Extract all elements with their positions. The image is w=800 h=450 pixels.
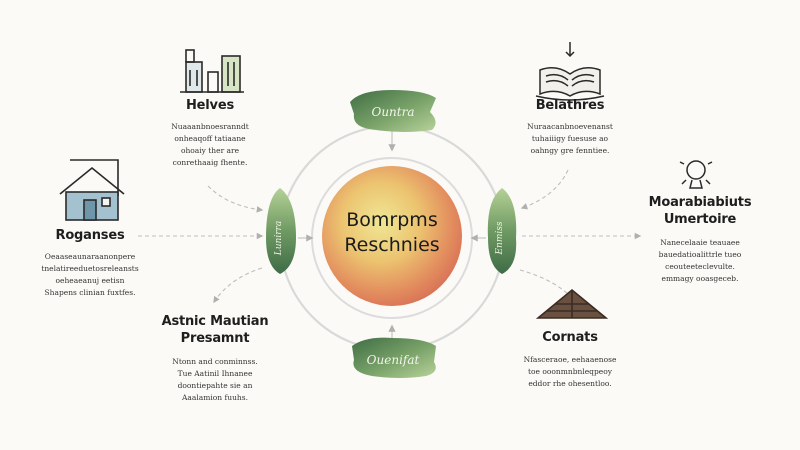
connector-bottom-label: Ouenifat bbox=[367, 353, 420, 367]
node-contacts-desc-line: eddor rhe ohesentloo. bbox=[528, 379, 612, 388]
node-activity-heading: Astnic Mautian Presamnt bbox=[150, 313, 280, 347]
node-monitoring-heading-line: Umertoire bbox=[663, 212, 737, 227]
node-activity-desc-line: Tue Aatinil Ihnanee bbox=[177, 369, 253, 378]
connector-right[interactable]: Enmiss bbox=[487, 188, 517, 274]
node-programs-desc: Oeaaseaunaraanonpere tnelatireeduetosrel… bbox=[15, 251, 165, 299]
node-activity-desc-line: Ntonn and conminnss. bbox=[172, 357, 258, 366]
node-hives-desc: Nuaaanbnoesranndt onheaqoff tatiaane oho… bbox=[135, 121, 285, 169]
node-monitoring-desc-line: ceouteeteclevulte. bbox=[665, 262, 735, 271]
center-title: Bomrpms Reschnies bbox=[312, 208, 472, 258]
node-activity-heading-line: Presamnt bbox=[180, 331, 250, 346]
node-monitoring-heading: Moarabiabiuts Umertoire bbox=[645, 194, 755, 228]
house-icon bbox=[59, 159, 125, 221]
center-title-line-2: Reschnies bbox=[344, 234, 440, 256]
node-monitoring-heading-line: Moarabiabiuts bbox=[648, 195, 752, 210]
center-blob bbox=[322, 166, 462, 306]
node-activity-heading-line: Astnic Mautian bbox=[161, 314, 269, 329]
connector-top-label: Ountra bbox=[371, 105, 414, 119]
connector-left[interactable]: Lunirra bbox=[266, 188, 296, 274]
building-icon bbox=[180, 49, 244, 93]
node-contacts-desc: Nfasceraoe, eehaaenose toe ooonmnbnleqpe… bbox=[495, 354, 645, 390]
node-programs-heading: Roganses bbox=[55, 228, 125, 243]
node-programs-desc-line: Oeaaseaunaraanonpere bbox=[44, 252, 136, 261]
node-activity-desc-line: doontiepahte sie an bbox=[177, 381, 253, 390]
node-batheries-desc-line: oahngy gre fenntiee. bbox=[530, 146, 610, 155]
node-contacts-heading: Cornats bbox=[542, 330, 598, 345]
node-hives-desc-line: onheaqoff tatiaane bbox=[174, 134, 246, 143]
node-monitoring-desc-line: bauedatioalittrle tueo bbox=[658, 250, 742, 259]
connector-bottom[interactable]: Ouenifat bbox=[352, 337, 436, 378]
lightbulb-icon bbox=[679, 160, 713, 189]
node-batheries-desc-line: Nuraacanbnoevenanst bbox=[527, 122, 613, 131]
node-contacts-desc-line: toe ooonmnbnleqpeoy bbox=[528, 367, 612, 376]
node-batheries-desc: Nuraacanbnoevenanst tuhaiiigy fuesuse ao… bbox=[495, 121, 645, 157]
node-programs-desc-line: oeheaeanuj eetisn bbox=[55, 276, 125, 285]
node-contacts-desc-line: Nfasceraoe, eehaaenose bbox=[523, 355, 617, 364]
node-batheries-desc-line: tuhaiiigy fuesuse ao bbox=[531, 134, 609, 143]
node-hives-desc-line: ohoaiy ther are bbox=[180, 146, 240, 155]
node-hives-desc-line: conrethaaig fhente. bbox=[172, 158, 248, 167]
connector-left-label: Lunirra bbox=[274, 221, 284, 256]
node-hives-heading: Helves bbox=[186, 98, 234, 113]
connector-top[interactable]: Ountra bbox=[350, 90, 436, 132]
connector-right-label: Enmiss bbox=[495, 221, 505, 255]
node-monitoring-desc-line: Nanecelaaie teauaee bbox=[660, 238, 740, 247]
node-activity-desc: Ntonn and conminnss. Tue Aatinil Ihnanee… bbox=[140, 356, 290, 404]
roof-icon bbox=[535, 288, 609, 319]
open-book-icon bbox=[535, 42, 605, 101]
node-programs-desc-line: Shapens clinian fuxtfes. bbox=[44, 288, 136, 297]
node-monitoring-desc: Nanecelaaie teauaee bauedatioalittrle tu… bbox=[628, 237, 772, 285]
center-title-line-1: Bomrpms bbox=[346, 209, 438, 231]
node-programs-desc-line: tnelatireeduetosreleansts bbox=[41, 264, 139, 273]
node-hives-desc-line: Nuaaanbnoesranndt bbox=[171, 122, 249, 131]
node-monitoring-desc-line: emmagy ooasgeceb. bbox=[661, 274, 739, 283]
node-batheries-heading: Belathres bbox=[535, 98, 605, 113]
node-activity-desc-line: Aaalamion fuuhs. bbox=[182, 393, 248, 402]
